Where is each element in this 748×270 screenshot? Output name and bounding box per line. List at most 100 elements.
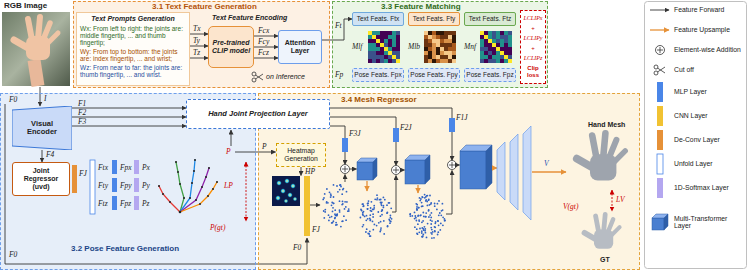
legend-icons-part-part	[658, 67, 666, 72]
legend-swatch	[657, 106, 663, 126]
legend-icons-part	[657, 154, 663, 174]
matrix-cell	[492, 43, 496, 47]
matrix-cell	[480, 55, 484, 59]
hand-skeleton-part-part	[193, 170, 195, 172]
matrix-cell	[448, 39, 452, 43]
matrix-cell	[376, 59, 380, 63]
region-panel: 3.3 Feature MatchingText Feats. FtxText …	[332, 1, 548, 88]
hand-skeleton-part-part	[195, 199, 197, 201]
cloud-point	[331, 216, 333, 218]
matrix-cell	[428, 39, 432, 43]
mesh-pipeline-part	[457, 165, 460, 166]
cloud-point	[336, 214, 338, 216]
heatmap-box: Heatmap Generation	[276, 143, 326, 167]
cloud-point	[323, 197, 325, 199]
matrix-cell	[372, 47, 376, 51]
legend-text: CNN Layer	[674, 112, 744, 119]
cloud-point	[409, 213, 411, 215]
matrix-cell	[496, 39, 500, 43]
cloud-point	[367, 208, 369, 210]
legend-icons-part	[656, 46, 665, 55]
matrix-cell	[444, 31, 448, 35]
matrix-cell	[448, 55, 452, 59]
cloud-point	[329, 216, 331, 218]
pose-pipeline	[5, 87, 307, 264]
node-text: Pose Feats. Fpy	[410, 71, 457, 78]
cloud-point	[434, 226, 436, 228]
mesh-pipeline-part	[446, 171, 452, 215]
cloud-point	[425, 216, 427, 218]
point-cloud	[409, 194, 446, 239]
cloud-point	[387, 225, 389, 227]
cloud-point	[383, 197, 385, 199]
matrix-cell	[388, 55, 392, 59]
cloud-point	[374, 224, 376, 226]
matrix-cell	[380, 47, 384, 51]
cloud-point	[344, 208, 346, 210]
node-text: Pose Feats. Fpz	[466, 71, 513, 78]
matrix-cell	[484, 55, 488, 59]
cloud-point	[335, 222, 337, 224]
matrix-cell	[380, 59, 384, 63]
cloud-point	[333, 184, 335, 186]
node-text: Text Prompts Generation	[91, 15, 174, 23]
matrix-cell	[396, 39, 400, 43]
matrix-cell	[432, 59, 436, 63]
matrix-cell	[496, 55, 500, 59]
matrix-cell	[504, 47, 508, 51]
similarity-matrix	[368, 31, 400, 63]
matrix-cell	[372, 55, 376, 59]
cloud-point	[421, 202, 423, 204]
matrix-cell	[452, 47, 456, 51]
generated-figures	[322, 31, 512, 239]
node-text: LCLIPx	[523, 15, 542, 22]
cloud-point	[380, 215, 382, 217]
matrix-cell	[500, 43, 504, 47]
matrix-cell	[484, 51, 488, 55]
cloud-point	[383, 205, 385, 207]
matrix-cell	[452, 35, 456, 39]
matrix-cell	[508, 31, 512, 35]
matrix-cell	[508, 47, 512, 51]
matrix-cell	[436, 51, 440, 55]
figure-label: P	[262, 143, 267, 151]
matrix-cell	[440, 43, 444, 47]
cloud-point	[324, 193, 326, 195]
matrix-cell	[440, 31, 444, 35]
cloud-point	[437, 220, 439, 222]
figure-label: P	[226, 148, 231, 156]
matrix-cell	[496, 59, 500, 63]
matrix-cell	[388, 31, 392, 35]
cloud-point	[339, 209, 341, 211]
cloud-point	[362, 212, 364, 214]
matrix-cell	[440, 47, 444, 51]
matrix-cell	[388, 43, 392, 47]
cloud-point	[438, 200, 440, 202]
matrix-cell	[488, 47, 492, 51]
pose-pipeline-part	[40, 87, 41, 106]
cloud-point	[339, 184, 341, 186]
cloud-point	[347, 210, 349, 212]
node-text: Text Feats. Fty	[413, 15, 456, 22]
scissors-icon-part	[256, 75, 264, 80]
matrix-cell	[428, 35, 432, 39]
cloud-point	[428, 210, 430, 212]
cloud-point	[334, 213, 336, 215]
cloud-point	[418, 215, 420, 217]
edge-label: F1	[78, 100, 86, 108]
cloud-point	[440, 223, 442, 225]
matrix-cell	[384, 51, 388, 55]
hand-skeleton-part-part	[183, 197, 185, 199]
mesh-pipeline-part	[350, 169, 357, 170]
matrix-cell	[504, 59, 508, 63]
matrix-cell	[484, 39, 488, 43]
matrix-cell	[392, 51, 396, 55]
region-fill-part	[332, 1, 548, 88]
mesh-pipeline-part-part	[396, 167, 397, 173]
cloud-point	[424, 226, 426, 228]
feature-box: Pose Feats. Fpy	[408, 68, 460, 82]
cloud-point	[339, 211, 341, 213]
figure-label: Px	[142, 164, 150, 172]
matrix-cell	[500, 47, 504, 51]
hand-skeleton-part-part	[205, 176, 207, 178]
